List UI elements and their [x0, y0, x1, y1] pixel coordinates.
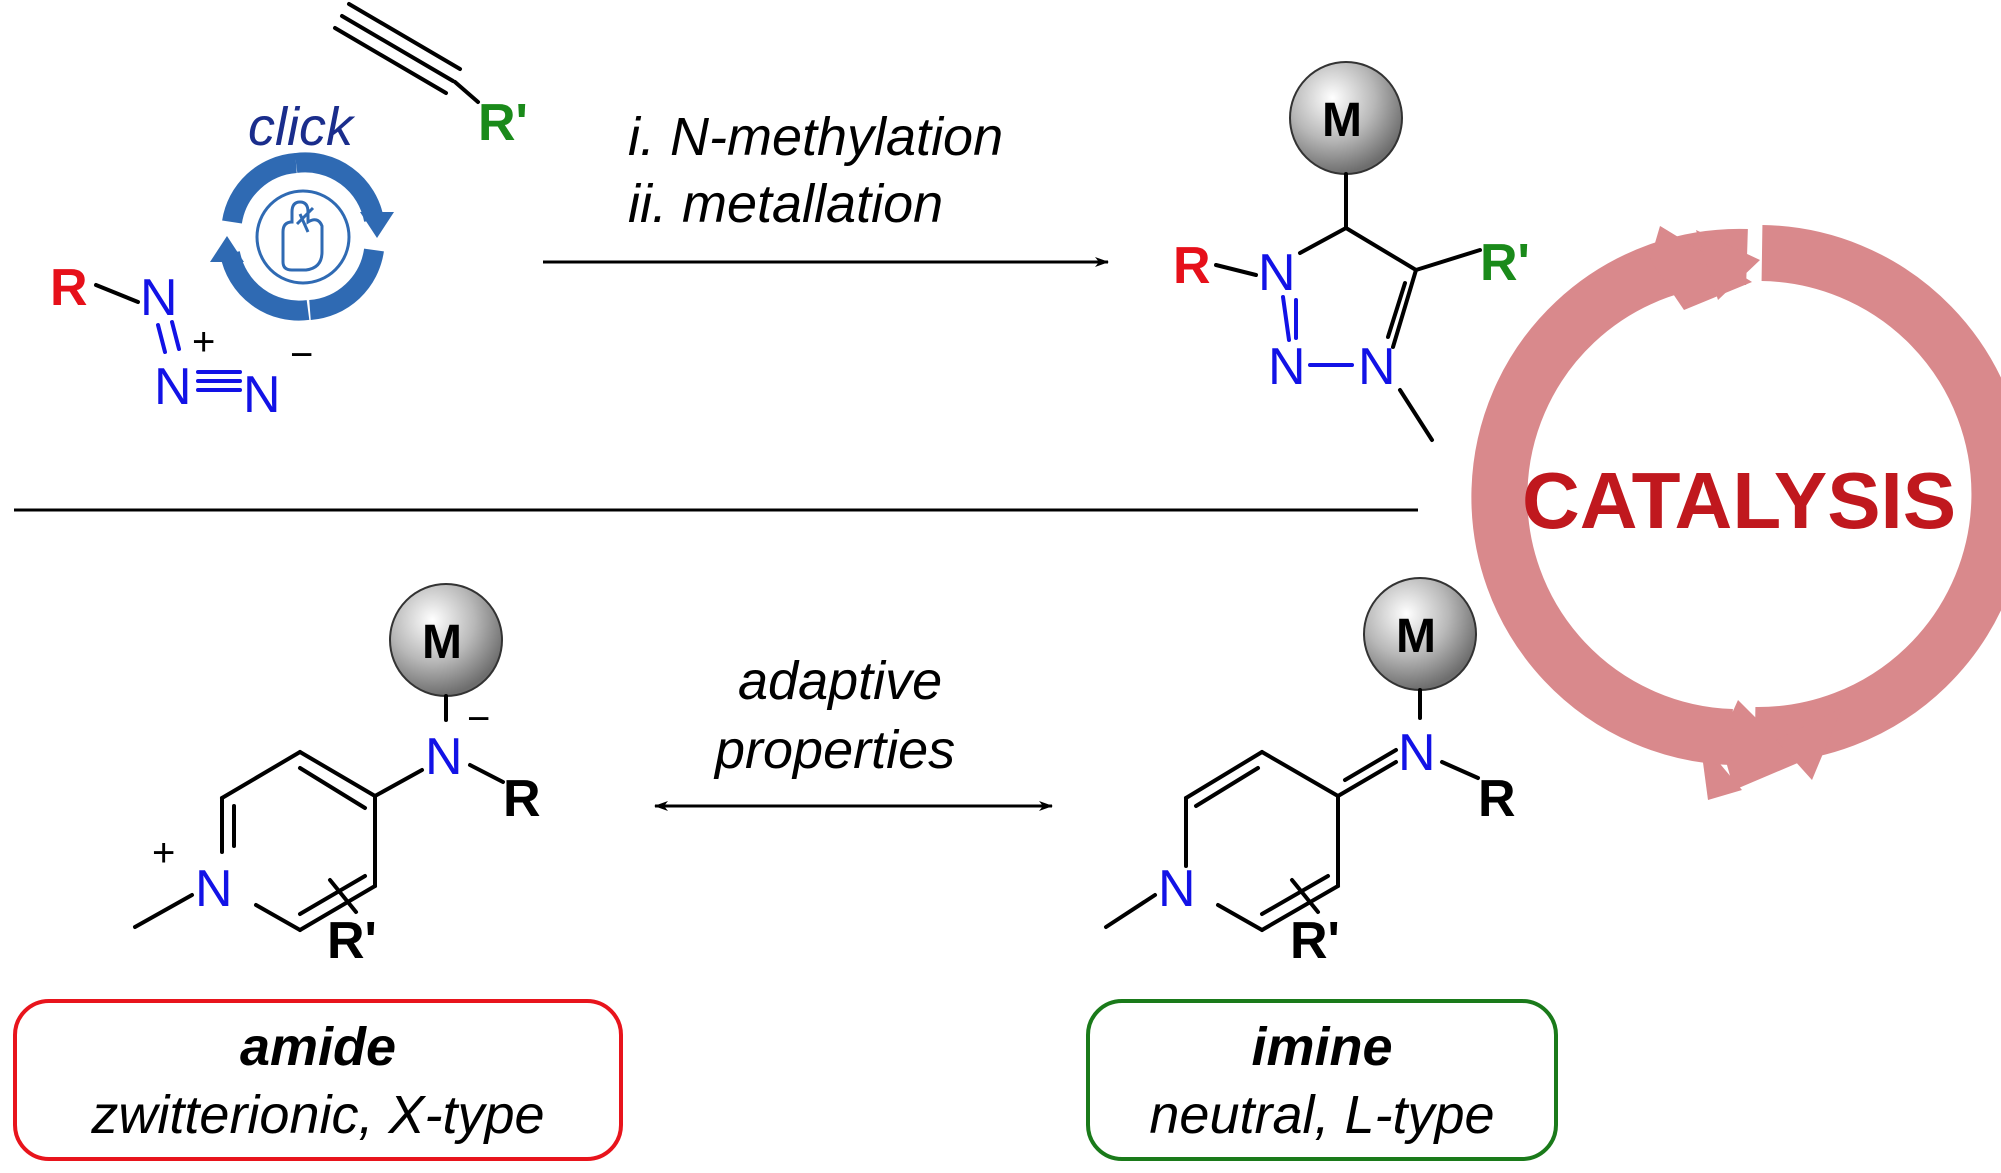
- metal-imine: M: [1396, 610, 1436, 663]
- click-label: click: [248, 97, 356, 157]
- catalysis-label: CATALYSIS: [1522, 456, 1956, 545]
- amide-box-subtitle: zwitterionic, X-type: [90, 1085, 544, 1145]
- product-r-prime: R': [1480, 234, 1530, 292]
- amide-box: amide zwitterionic, X-type: [13, 999, 623, 1161]
- crossed-fingers-hand-icon: [210, 152, 394, 321]
- metal-top: M: [1322, 94, 1362, 147]
- imine-box-subtitle: neutral, L-type: [1149, 1085, 1494, 1145]
- amide-plus: +: [152, 831, 175, 875]
- alkyne-r-prime: R': [478, 94, 528, 152]
- imine-structure: M N R N R': [1104, 577, 1516, 970]
- properties-label: properties: [713, 720, 955, 780]
- amide-n-exo: N: [425, 728, 463, 786]
- catalysis-cycle: CATALYSIS: [1471, 225, 2001, 800]
- alkyne: R': [333, 2, 528, 152]
- product-n2: N: [1268, 338, 1306, 396]
- metal-amide: M: [422, 616, 462, 669]
- amide-r: R: [503, 770, 541, 828]
- amide-minus: −: [467, 697, 490, 741]
- product-r: R: [1173, 237, 1211, 295]
- azide-minus: −: [290, 333, 313, 377]
- amide-n-ring: N: [195, 860, 233, 918]
- imine-r-prime: R': [1290, 912, 1340, 970]
- azide-r: R: [50, 259, 88, 317]
- amide-structure: M − N R + N R': [133, 583, 541, 970]
- product-n1: N: [1258, 244, 1296, 302]
- azide-n2: N: [154, 358, 192, 416]
- step-n-methylation: i. N-methylation: [628, 107, 1003, 167]
- azide-plus: +: [192, 320, 215, 364]
- triazolylidene-complex: M R' R N N N: [1173, 61, 1530, 442]
- step-metallation: ii. metallation: [628, 174, 943, 234]
- imine-box-title: imine: [1251, 1017, 1392, 1077]
- product-n3: N: [1358, 338, 1396, 396]
- azide-n3: N: [243, 366, 281, 424]
- amide-box-title: amide: [240, 1017, 396, 1077]
- amide-r-prime: R': [327, 912, 377, 970]
- imine-n-exo: N: [1398, 724, 1436, 782]
- azide: R N + N N −: [50, 259, 313, 424]
- imine-n-ring: N: [1158, 860, 1196, 918]
- imine-box: imine neutral, L-type: [1086, 999, 1558, 1161]
- azide-n1: N: [140, 269, 178, 327]
- adaptive-label: adaptive: [738, 651, 942, 711]
- imine-r: R: [1478, 770, 1516, 828]
